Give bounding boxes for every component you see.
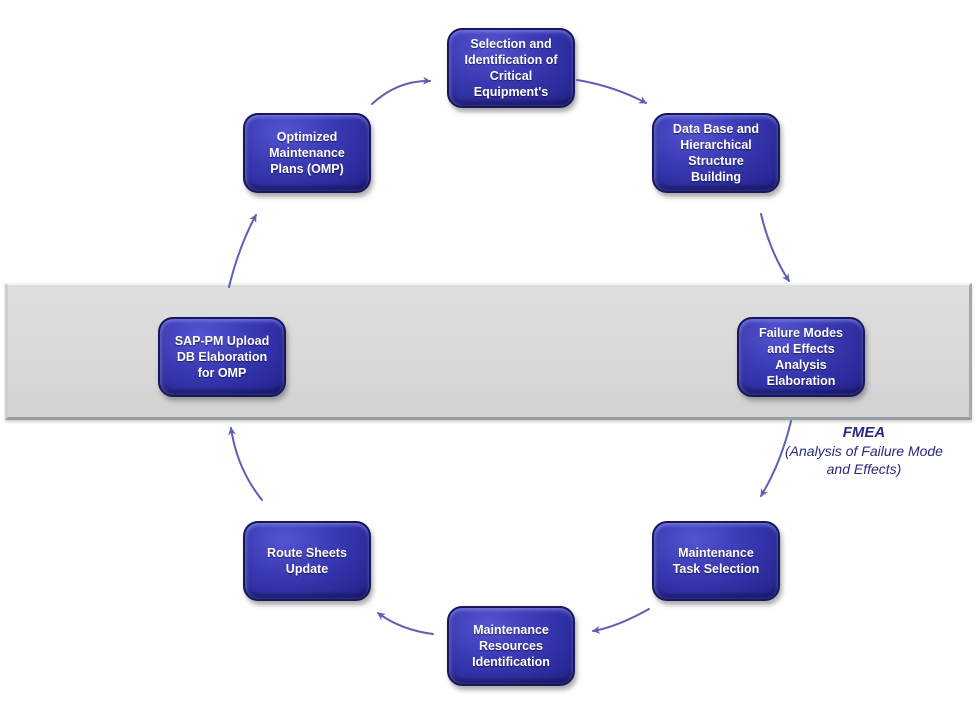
- node-maintenance-task-selection: Maintenance Task Selection: [652, 521, 780, 601]
- node-label: Maintenance Resources Identification: [472, 623, 550, 669]
- node-sap-pm-upload: SAP-PM Upload DB Elaboration for OMP: [158, 317, 286, 397]
- arrow-database-to-failure: [760, 213, 790, 282]
- node-label: Maintenance Task Selection: [672, 546, 760, 576]
- arrow-omp-to-selection: [371, 76, 431, 105]
- arrow-task-to-resources: [592, 608, 650, 634]
- node-database-structure-building: Data Base and Hierarchical Structure Bui…: [652, 113, 780, 193]
- node-label: Route Sheets Update: [267, 546, 347, 576]
- arrow-resources-to-route: [377, 612, 434, 635]
- node-route-sheets-update: Route Sheets Update: [243, 521, 371, 601]
- fmea-annotation-text: (Analysis of Failure Mode and Effects): [785, 443, 943, 477]
- fmea-annotation: FMEA (Analysis of Failure Mode and Effec…: [748, 424, 980, 478]
- node-label: Failure Modes and Effects Analysis Elabo…: [758, 326, 844, 388]
- node-label: SAP-PM Upload DB Elaboration for OMP: [174, 334, 270, 380]
- node-fmea-elaboration: Failure Modes and Effects Analysis Elabo…: [737, 317, 865, 397]
- arrow-sappm-to-omp: [228, 214, 257, 288]
- node-label: Selection and Identification of Critical…: [464, 37, 558, 99]
- fmea-annotation-title: FMEA: [842, 424, 886, 441]
- arrow-route-to-sappm: [228, 427, 263, 501]
- node-selection-critical-equipment: Selection and Identification of Critical…: [447, 28, 575, 108]
- node-label: Optimized Maintenance Plans (OMP): [269, 130, 345, 176]
- node-label: Data Base and Hierarchical Structure Bui…: [672, 122, 760, 184]
- node-maintenance-resources-identification: Maintenance Resources Identification: [447, 606, 575, 686]
- arrow-selection-to-database: [576, 79, 647, 104]
- node-optimized-maintenance-plans: Optimized Maintenance Plans (OMP): [243, 113, 371, 193]
